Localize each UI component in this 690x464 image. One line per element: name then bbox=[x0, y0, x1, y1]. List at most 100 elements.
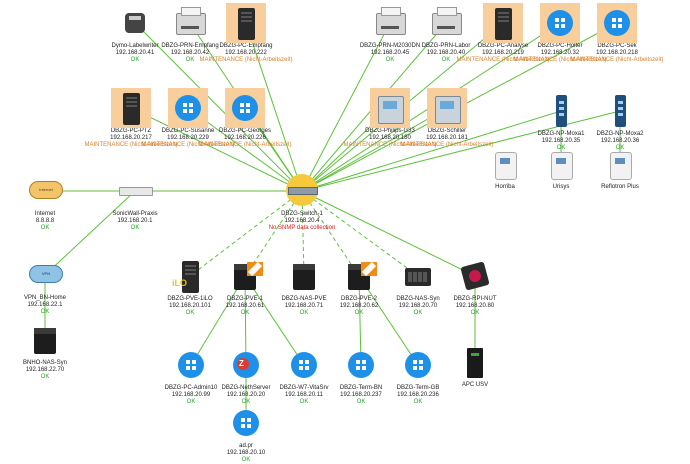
node-ip: 192.168.20.42 bbox=[170, 50, 210, 56]
node-ip: 192.168.20.40 bbox=[426, 50, 466, 56]
node-ip: 192.168.20.41 bbox=[115, 50, 155, 56]
node-name: DBZG-RPI-NUT bbox=[453, 296, 497, 302]
synology-nas-icon bbox=[398, 256, 438, 296]
node-status: MAINTENANCE (Nicht-Arbeitszeit) bbox=[570, 57, 664, 63]
node-reflotron[interactable]: Reflotron Plus bbox=[550, 144, 690, 191]
node-status: MAINTENANCE (Nicht-Arbeitszeit) bbox=[456, 57, 550, 63]
node-name: DBZG-PC-Empfang bbox=[219, 43, 273, 49]
proxmox-server-icon bbox=[225, 256, 265, 296]
node-name: DBZG-PC-Georges bbox=[218, 128, 271, 134]
node-ip: 192.168.20.226 bbox=[224, 135, 266, 141]
node-status: OK bbox=[299, 399, 309, 405]
link-switch1-dymo bbox=[134, 22, 303, 192]
link-sonicwall-vpn bbox=[44, 190, 136, 276]
node-status: OK bbox=[470, 310, 480, 316]
node-ip: 192.168.20.35 bbox=[541, 138, 581, 144]
node-ip: 192.168.20.61 bbox=[225, 303, 265, 309]
moxa-nport-icon bbox=[541, 91, 581, 131]
link-switch1-moxa2 bbox=[301, 110, 621, 192]
node-status: OK bbox=[356, 399, 366, 405]
node-ip: 192.168.20.219 bbox=[482, 50, 524, 56]
node-name: DBZG-Term-GB bbox=[396, 385, 440, 391]
switch-icon bbox=[282, 171, 322, 211]
node-name: DBZG-PRN-M2030DN bbox=[359, 43, 421, 49]
node-name: Horriba bbox=[495, 184, 515, 190]
link-switch1-pc-empfang bbox=[245, 22, 303, 192]
link-switch1-pve1ilo bbox=[189, 190, 303, 277]
node-name: DBZG-PRN-Labor bbox=[421, 43, 471, 49]
node-name: DBZG-NethServer bbox=[221, 385, 271, 391]
node-status: OK bbox=[385, 57, 395, 63]
node-status: OK bbox=[130, 57, 140, 63]
node-status: OK bbox=[40, 225, 50, 231]
node-status: OK bbox=[413, 310, 423, 316]
analyzer-icon bbox=[600, 144, 640, 184]
node-apc[interactable]: APC USV bbox=[405, 342, 545, 389]
node-name: DBZG-PC-Holter bbox=[537, 43, 583, 49]
node-name: DBZG-PC-Susanne bbox=[161, 128, 215, 134]
node-name: VPN_BN-Home bbox=[23, 295, 66, 301]
node-ip: 192.168.20.36 bbox=[600, 138, 640, 144]
link-switch1-schiller bbox=[301, 107, 448, 192]
node-ip: 192.168.20.101 bbox=[169, 303, 211, 309]
medical-device-icon bbox=[370, 88, 410, 128]
node-status: MAINTENANCE (Nicht-Arbeitszeit) bbox=[400, 142, 494, 148]
analyzer-icon bbox=[485, 144, 525, 184]
proxmox-server-icon bbox=[339, 256, 379, 296]
pc-tower-icon bbox=[111, 88, 151, 128]
windows-icon bbox=[341, 345, 381, 385]
node-name: APC USV bbox=[461, 382, 489, 388]
node-status: OK bbox=[130, 225, 140, 231]
ups-icon bbox=[455, 342, 495, 382]
link-switch1-pc-ptz bbox=[130, 107, 303, 192]
node-name: Internet bbox=[34, 211, 56, 217]
windows-icon bbox=[168, 88, 208, 128]
node-status: MAINTENANCE (Nicht-Arbeitszeit) bbox=[84, 142, 178, 148]
node-urisys[interactable]: Urisys bbox=[491, 144, 631, 191]
pc-tower-icon bbox=[226, 3, 266, 43]
node-status: OK bbox=[299, 310, 309, 316]
node-horriba[interactable]: Horriba bbox=[435, 144, 575, 191]
node-ip: 192.168.20.218 bbox=[596, 50, 638, 56]
node-status: OK bbox=[241, 457, 251, 463]
windows-icon bbox=[398, 345, 438, 385]
node-status: OK bbox=[354, 310, 364, 316]
node-status: OK bbox=[241, 399, 251, 405]
node-ip: 192.168.20.217 bbox=[110, 135, 152, 141]
dymo-labelwriter-icon bbox=[115, 3, 155, 43]
link-switch1-prn-m2030dn bbox=[301, 22, 391, 192]
